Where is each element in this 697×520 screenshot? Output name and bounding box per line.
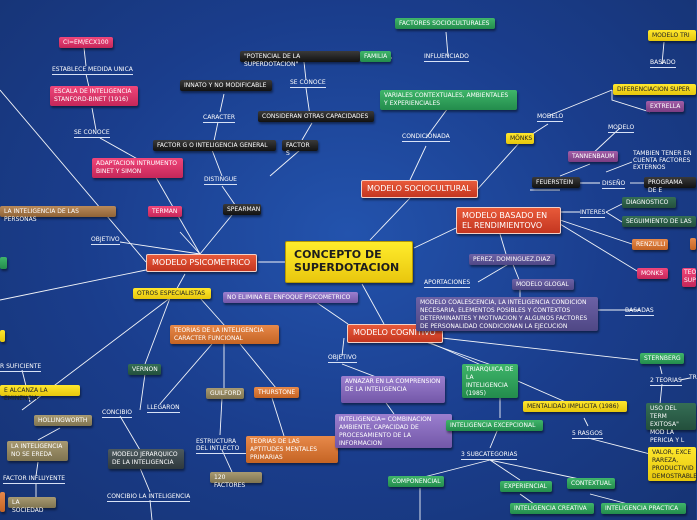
familia-node[interactable]: FAMILIA <box>360 51 391 62</box>
teorias-caracter-node[interactable]: TEORIAS DE LA INTELIGENCIA CARACTER FUNC… <box>170 325 279 344</box>
modelo-global-node[interactable]: MODELO GLOGAL <box>512 279 574 290</box>
factor-g-node[interactable]: FACTOR G O INTELIGENCIA GENERAL <box>153 140 276 151</box>
tambien-text: TAMBIEN TENER EN CUENTA FACTORES EXTERNO… <box>633 150 692 171</box>
diagnostico-node[interactable]: DIAGNOSTICO <box>622 197 676 208</box>
experiencial-node[interactable]: EXPERIENCIAL <box>500 481 552 492</box>
central-topic[interactable]: CONCEPTO DE SUPERDOTACION <box>285 241 413 283</box>
objetivo-label-1: OBJETIVO <box>91 236 120 245</box>
guilford-node[interactable]: GUILFORD <box>206 388 244 399</box>
spearman-node[interactable]: SPEARMAN <box>223 204 261 215</box>
factor-s-node[interactable]: FACTOR S <box>282 140 318 157</box>
llegaron-label: LLEGARON <box>147 404 180 413</box>
modelo-tri-node[interactable]: MODELO TRI <box>648 30 696 41</box>
objetivo-label-2: OBJETIVO <box>328 354 357 363</box>
se-conoce-label-2: SE CONOCE <box>290 79 326 88</box>
concibio-label: CONCIBIO <box>102 409 132 418</box>
diferenciacion-node[interactable]: DIFERENCIACION SUPER <box>613 84 696 95</box>
potencial-node[interactable]: "POTENCIAL DE LA SUPERDOTACION" <box>240 51 360 68</box>
teo-sup-node[interactable]: TEO SUP <box>682 268 696 287</box>
basadas-label: BASADAS <box>625 307 654 316</box>
triarquica-node[interactable]: TRIARQUICA DE LA INTELIGENCIA (1985) <box>462 364 518 398</box>
inteligencia-practica-node[interactable]: INTELIGENCIA PRACTICA <box>601 503 686 514</box>
renzulli-node[interactable]: RENZULLI <box>632 239 668 250</box>
mentalidad-node[interactable]: MENTALIDAD IMPLICITA (1986) <box>523 401 627 412</box>
edge-orange-fragment[interactable] <box>0 492 5 512</box>
ciento-veinte-factores-node[interactable]: 120 FACTORES <box>210 472 262 489</box>
consideran-node[interactable]: CONSIDERAN OTRAS CAPACIDADES <box>258 111 374 122</box>
monks-node[interactable]: MONKS <box>637 268 668 279</box>
modelo-sociocultural-node[interactable]: MODELO SOCIOCULTURAL <box>361 180 478 198</box>
contextual-node[interactable]: CONTEXTUAL <box>567 478 615 489</box>
adaptacion-node[interactable]: ADAPTACION INTRUMENTO BINET Y SIMON <box>92 158 183 178</box>
la-sociedad-node[interactable]: LA SOCIEDAD <box>8 497 56 514</box>
subcategorias-label: 3 SUBCATEGORIAS <box>461 451 518 460</box>
no-elimina-node[interactable]: NO ELIMINA EL ENFOQUE PSICOMETRICO <box>223 292 358 303</box>
inteligencia-combinacion-node[interactable]: INTELIGENCIA= COMBINACION AMBIENTE, CAPA… <box>335 414 452 448</box>
aportaciones-label: APORTACIONES <box>424 279 471 288</box>
innato-node[interactable]: INNATO Y NO MODIFICABLE <box>180 80 272 91</box>
programa-node[interactable]: PROGRAMA DE E <box>644 177 696 194</box>
avanzar-node[interactable]: AVNAZAR EN LA COMPRENSION DE LA INTELIGE… <box>341 376 445 403</box>
factor-influyente-label: FACTOR INFLUYENTE <box>3 475 66 484</box>
modelo-label: MODELO <box>537 113 564 122</box>
diseno-label: DISEÑO <box>602 180 626 189</box>
edge-yellow-fragment[interactable] <box>0 330 5 342</box>
modelo-label-2: MODELO <box>608 124 635 133</box>
se-conoce-label-1: SE CONOCE <box>74 129 110 138</box>
teorias-aptitudes-node[interactable]: TEORIAS DE LAS APTITUDES MENTALES PRIMAR… <box>246 436 338 463</box>
feuerstein-node[interactable]: FEUERSTEIN <box>532 177 580 188</box>
renzulli-side-fragment[interactable] <box>690 238 696 250</box>
rasgos-label: 5 RASGOS <box>572 430 603 439</box>
valor-node[interactable]: VALOR, EXCE RAREZA, PRODUCTIVID DEMOSTRA… <box>648 447 697 481</box>
distingue-label: DISTINGUE <box>204 176 237 185</box>
sternberg-node[interactable]: STERNBERG <box>640 353 684 364</box>
modelo-coalescencia-node[interactable]: MODELO COALESCENCIA, LA INTELIGENCIA CON… <box>416 297 598 331</box>
influenciado-label: INFLUENCIADO <box>424 53 469 62</box>
la-inteligencia-node[interactable]: LA INTELIGENCIA NO SE EREDA <box>7 441 68 461</box>
seguimiento-node[interactable]: SEGUIMIENTO DE LAS <box>622 216 696 227</box>
extrella-node[interactable]: EXTRELLA <box>646 101 684 112</box>
perez-node[interactable]: PEREZ, DOMINGUEZ,DIAZ <box>469 254 555 265</box>
tr-label: TR <box>689 374 697 381</box>
otros-especialistas-node[interactable]: OTROS ESPECIALISTAS <box>133 288 211 299</box>
caracter-label: CARACTER <box>203 114 236 123</box>
eminencia-node[interactable]: E ALCANZA LA EMINENCIA <box>0 385 80 402</box>
modelo-psicometrico-node[interactable]: MODELO PSICOMETRICO <box>146 254 257 272</box>
modelo-jerarquico-node[interactable]: MODELO JERARQUICO DE LA INTELIGENCIA <box>108 449 184 469</box>
factores-socio-node[interactable]: FACTORES SOCIOCULTURALES <box>395 18 495 29</box>
basado-label: BASADO <box>650 59 676 68</box>
condicionada-label: CONDICIONADA <box>402 133 450 142</box>
inteligencia-creativa-node[interactable]: INTELIGENCIA CREATIVA <box>510 503 594 514</box>
hollingworth-node[interactable]: HOLLINGWORTH <box>34 415 92 426</box>
variables-node[interactable]: VARIALES CONTEXTUALES, AMBIENTALES Y EXP… <box>380 90 517 110</box>
establece-label: ESTABLECE MEDIDA UNICA <box>52 66 133 75</box>
inteligencia-personas-node[interactable]: LA INTELIGENCIA DE LAS PERSONAS <box>0 206 116 223</box>
monks-top-node[interactable]: MÖNKS <box>506 133 534 144</box>
terman-node[interactable]: TERMAN <box>148 206 182 217</box>
tannenbaum-node[interactable]: TANNENBAUM <box>568 151 618 162</box>
modelo-rendimiento-node[interactable]: MODELO BASADO EN EL RENDIMIENTOVO <box>456 207 561 234</box>
vernon-node[interactable]: VERNON <box>128 364 161 375</box>
edge-green-fragment[interactable] <box>0 257 7 269</box>
inteligencia-excepcional-node[interactable]: INTELIGENCIA EXCEPCIONAL <box>446 420 543 431</box>
estructura-label: ESTRUCTURA DEL INTLECTO <box>196 438 246 454</box>
thurstone-node[interactable]: THURSTONE <box>254 387 299 398</box>
ci-formula-node[interactable]: CI=EM/ECX100 <box>59 37 113 48</box>
suficiente-label: R SUFICIENTE <box>0 363 42 372</box>
dos-teorias-label: 2 TEORIAS <box>650 377 682 386</box>
uso-termino-node[interactable]: USO DEL TERM EXITOSA" MOD LA PERICIA Y L <box>646 403 696 444</box>
concibio-inteligencia-label: CONCIBIO LA INTELIGENCIA <box>107 493 191 502</box>
componencial-node[interactable]: COMPONENCIAL <box>388 476 444 487</box>
intereses-label: INTERES <box>580 209 606 218</box>
escala-node[interactable]: ESCALA DE INTELIGENCIA STANFORD-BINET (1… <box>50 86 138 106</box>
